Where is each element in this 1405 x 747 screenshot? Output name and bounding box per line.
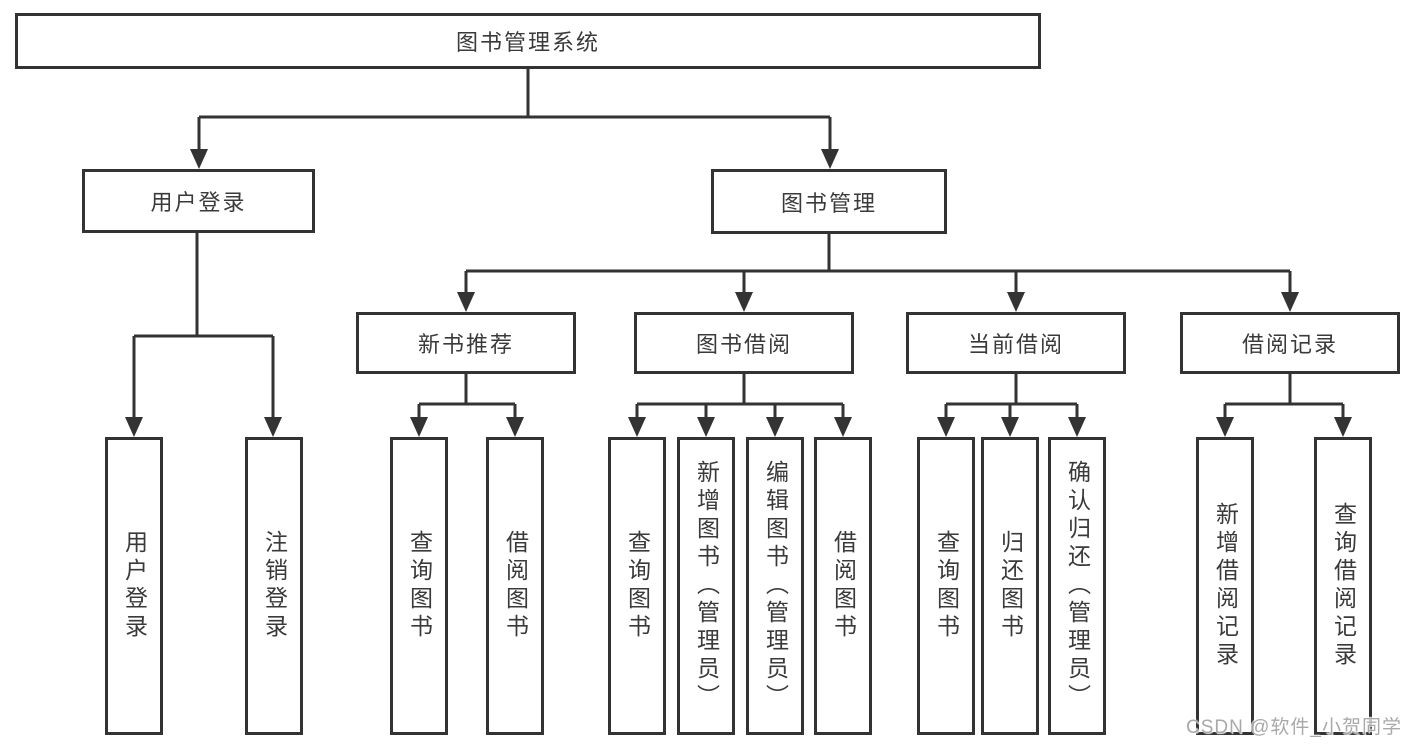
leaf-logout-label: 注销登录 — [261, 530, 288, 642]
watermark: CSDN @软件_小贺同学 — [1186, 717, 1402, 738]
arrowhead — [937, 417, 955, 437]
arrowhead — [766, 417, 784, 437]
leaf-user-login-label: 用户登录 — [121, 530, 148, 642]
arrowhead — [190, 149, 208, 169]
node-book-borrow: 图书借阅 — [634, 312, 854, 374]
leaf-borrow-book-recommend: 借阅图书 — [486, 437, 544, 735]
connector-userlogin-to-leaves — [132, 233, 275, 419]
node-root-label: 图书管理系统 — [455, 30, 600, 55]
leaf-add-book-admin: 新增图书（管理员） — [677, 437, 735, 735]
arrowhead — [125, 417, 143, 437]
leaf-query-borrow-record: 查询借阅记录 — [1314, 437, 1372, 735]
arrowhead — [264, 417, 282, 437]
arrowhead — [697, 417, 715, 437]
leaf-query-book-borrow: 查询图书 — [608, 437, 666, 735]
node-borrow-records-label: 借阅记录 — [1241, 332, 1338, 357]
node-book-management-label: 图书管理 — [780, 190, 877, 216]
leaf-query-book-recommend-label: 查询图书 — [406, 530, 433, 642]
arrowhead — [1007, 292, 1025, 312]
leaf-edit-book-admin: 编辑图书（管理员） — [746, 437, 804, 735]
node-book-borrow-label: 图书借阅 — [695, 332, 792, 357]
arrowhead — [506, 417, 524, 437]
leaf-logout: 注销登录 — [245, 437, 303, 735]
leaf-confirm-return-admin-label: 确认归还（管理员） — [1064, 460, 1091, 712]
connector-current-to-leaves — [944, 374, 1079, 419]
node-borrow-records: 借阅记录 — [1180, 312, 1400, 374]
node-root: 图书管理系统 — [15, 13, 1041, 69]
leaf-query-borrow-record-label: 查询借阅记录 — [1330, 502, 1357, 670]
connector-lines — [132, 69, 1345, 419]
arrowhead — [628, 417, 646, 437]
leaf-edit-book-admin-label: 编辑图书（管理员） — [762, 460, 789, 712]
node-current-borrow-label: 当前借阅 — [967, 332, 1064, 357]
arrowhead — [1068, 417, 1086, 437]
arrowhead — [1334, 417, 1352, 437]
arrowhead — [834, 417, 852, 437]
leaf-user-login: 用户登录 — [105, 437, 163, 735]
leaf-confirm-return-admin: 确认归还（管理员） — [1048, 437, 1106, 735]
arrowhead — [821, 149, 839, 169]
connector-root-to-level2 — [197, 69, 832, 151]
leaf-add-borrow-record: 新增借阅记录 — [1196, 437, 1254, 735]
leaf-query-book-recommend: 查询图书 — [390, 437, 448, 735]
connector-bookmgmt-to-level3 — [464, 234, 1292, 294]
leaf-query-book-borrow-label: 查询图书 — [624, 530, 651, 642]
leaf-borrow-book-recommend-label: 借阅图书 — [502, 530, 529, 642]
node-current-borrow: 当前借阅 — [906, 312, 1126, 374]
leaf-query-book-current: 查询图书 — [917, 437, 975, 735]
node-book-management: 图书管理 — [711, 169, 947, 234]
leaf-query-book-current-label: 查询图书 — [933, 530, 960, 642]
leaf-add-book-admin-label: 新增图书（管理员） — [693, 460, 720, 712]
arrowhead — [457, 292, 475, 312]
connector-records-to-leaves — [1223, 374, 1345, 419]
arrowhead — [1216, 417, 1234, 437]
leaf-return-book: 归还图书 — [981, 437, 1039, 735]
connector-newbook-to-leaves — [417, 374, 517, 419]
arrowhead — [1001, 417, 1019, 437]
leaf-borrow-book: 借阅图书 — [814, 437, 872, 735]
connector-borrow-to-leaves — [635, 374, 845, 419]
leaf-borrow-book-label: 借阅图书 — [830, 530, 857, 642]
arrowhead — [410, 417, 428, 437]
arrowheads — [125, 149, 1352, 437]
node-user-login: 用户登录 — [82, 169, 315, 233]
node-new-book-recommend: 新书推荐 — [356, 312, 576, 374]
leaf-return-book-label: 归还图书 — [997, 530, 1024, 642]
node-user-login-label: 用户登录 — [150, 190, 247, 215]
arrowhead — [1281, 292, 1299, 312]
arrowhead — [735, 292, 753, 312]
node-new-book-recommend-label: 新书推荐 — [417, 332, 514, 357]
leaf-add-borrow-record-label: 新增借阅记录 — [1212, 502, 1239, 670]
